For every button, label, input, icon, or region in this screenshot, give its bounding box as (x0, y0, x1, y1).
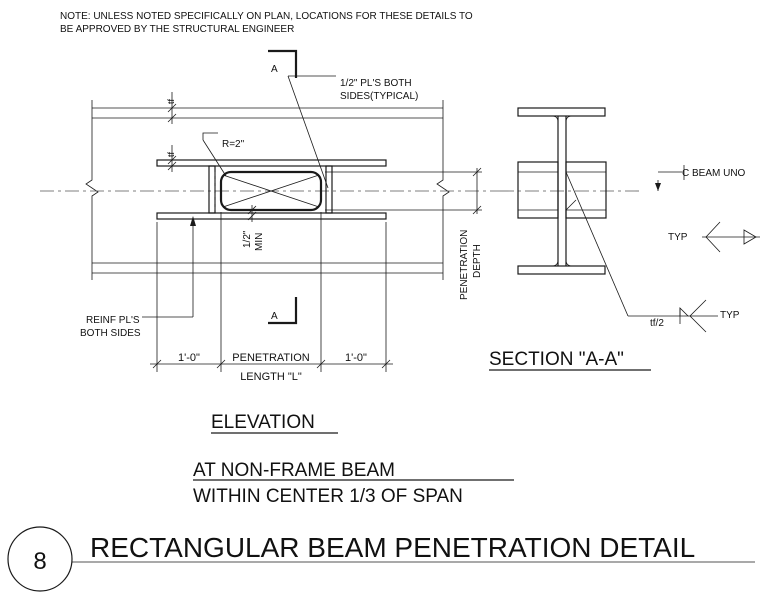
detail-number: 8 (33, 548, 46, 575)
plates-label-line-1: 1/2" PL'S BOTH (340, 78, 412, 89)
penetration-opening (214, 170, 323, 212)
radius-label: R=2" (222, 139, 245, 150)
reinf-leader: REINF PL'S BOTH SIDES (80, 216, 196, 339)
title-block: 8 RECTANGULAR BEAM PENETRATION DETAIL (7, 526, 755, 592)
section-reinf-plates (517, 161, 607, 219)
dim-center-label-1: PENETRATION (232, 352, 309, 364)
elevation-beam (85, 100, 450, 280)
centerline-callout: C BEAM UNO (655, 165, 746, 191)
subtitle-line-1: AT NON-FRAME BEAM (193, 460, 395, 481)
typ-upper-label: TYP (668, 232, 688, 243)
min-label-line-2: MIN (254, 233, 265, 251)
length-dimensions: 1'-0" PENETRATION LENGTH "L" 1'-0" (150, 212, 393, 383)
tf2-label: tf/2 (650, 318, 664, 329)
dim-left-label: 1'-0" (178, 352, 200, 364)
centerline-symbol: C (682, 168, 689, 179)
section-mark-bottom: A (271, 311, 278, 322)
upper-weld-symbol: TYP (668, 221, 760, 253)
dim-center-label-2: LENGTH "L" (240, 371, 302, 383)
note-line-2: BE APPROVED BY THE STRUCTURAL ENGINEER (60, 24, 294, 35)
flange-thickness-label-plate: tf (166, 151, 176, 157)
min-label-line-1: 1/2" (242, 230, 253, 248)
beam-uno-label: BEAM UNO (692, 168, 746, 179)
min-dimension: 1/2" MIN (242, 205, 265, 251)
depth-label-line-2: DEPTH (472, 244, 483, 278)
depth-label-line-1: PENETRATION (459, 230, 470, 300)
reinf-label-line-1: REINF PL'S (86, 315, 140, 326)
subtitle-line-2: WITHIN CENTER 1/3 OF SPAN (193, 486, 463, 507)
flange-thickness-dims: tf tf (166, 92, 177, 172)
elevation-title: ELEVATION (211, 412, 315, 433)
reinf-label-line-2: BOTH SIDES (80, 328, 141, 339)
note-line-1: NOTE: UNLESS NOTED SPECIFICALLY ON PLAN,… (60, 11, 473, 22)
section-title: SECTION "A-A" (489, 349, 624, 370)
flange-thickness-label-top: tf (166, 98, 176, 104)
section-mark-top: A (271, 64, 278, 75)
dim-right-label: 1'-0" (345, 352, 367, 364)
typ-lower-label: TYP (720, 310, 740, 321)
detail-title: RECTANGULAR BEAM PENETRATION DETAIL (90, 532, 695, 563)
section-cut-marks: A A (268, 49, 298, 325)
weld-leader: tf/2 TYP (565, 171, 740, 333)
plates-label-line-2: SIDES(TYPICAL) (340, 91, 418, 102)
penetration-depth-dim: PENETRATION DEPTH (325, 167, 483, 300)
reinforcing-plates (156, 159, 387, 220)
plates-leader: 1/2" PL'S BOTH SIDES(TYPICAL) (287, 75, 418, 189)
radius-leader: R=2" (202, 132, 245, 177)
